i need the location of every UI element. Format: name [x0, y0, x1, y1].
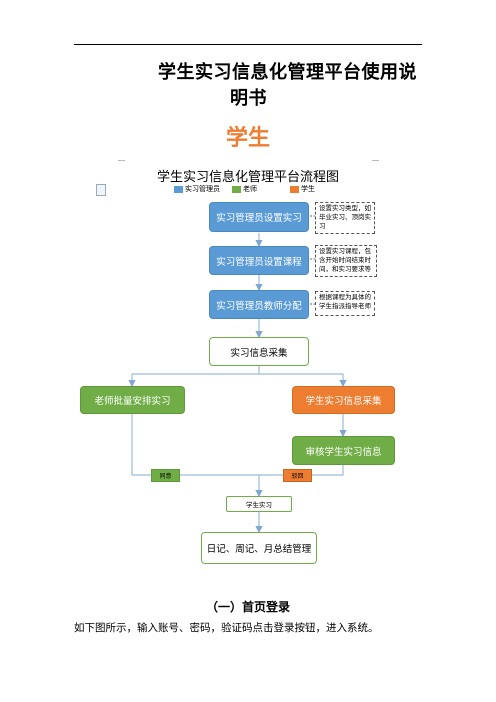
title-line-2: 明书 — [230, 88, 267, 109]
flowchart-title: 学生实习信息化管理平台流程图 — [156, 170, 339, 185]
step-admin-assign-teacher: 实习管理员教师分配 — [209, 290, 309, 319]
legend-swatch-orange — [290, 185, 299, 193]
document-title: 学生实习信息化管理平台使用说 明书 — [158, 60, 428, 112]
legend-item-teacher: 老师 — [232, 185, 257, 194]
legend-item-admin: 实习管理员 — [174, 185, 220, 194]
legend-label: 学生 — [301, 185, 315, 193]
step-journal-management: 日记、周记、月总结管理 — [201, 532, 317, 564]
login-instruction-text: 如下图所示，输入账号、密码，验证码点击登录按钮，进入系统。 — [74, 622, 379, 634]
legend-swatch-green — [232, 185, 241, 193]
step-teacher-batch-arrange: 老师批量安排实习 — [80, 386, 185, 414]
step-review-student-info: 审核学生实习信息 — [292, 436, 395, 465]
note-assign-teacher: 根据课程为具体的学生指派指导老师 — [315, 291, 375, 316]
step-admin-setup-internship: 实习管理员设置实习 — [209, 202, 309, 232]
tag-reject: 驳回 — [283, 469, 312, 482]
header-rule — [74, 44, 422, 45]
role-heading: 学生 — [226, 126, 271, 151]
document-icon — [96, 184, 106, 196]
section-heading-login: （一）首页登录 — [205, 600, 290, 614]
step-info-collection: 实习信息采集 — [209, 337, 309, 366]
note-internship-type: 设置实习类型，如毕业实习、顶岗实习 — [315, 202, 375, 234]
legend-swatch-blue — [174, 185, 183, 193]
crop-mark-right — [372, 160, 379, 161]
step-student-practice: 学生实习 — [226, 496, 292, 512]
step-admin-setup-course: 实习管理员设置课程 — [209, 246, 309, 275]
tag-approve: 同意 — [151, 469, 180, 482]
legend-label: 实习管理员 — [185, 185, 220, 193]
legend-label: 老师 — [243, 185, 257, 193]
step-student-info-collect: 学生实习信息采集 — [292, 386, 395, 414]
note-course-setup: 设置实习课程，包含开始时间结束时间，和实习要求等 — [315, 245, 377, 277]
crop-mark-left — [118, 160, 125, 161]
title-line-1: 学生实习信息化管理平台使用说 — [158, 62, 417, 83]
legend-item-student: 学生 — [290, 185, 315, 194]
